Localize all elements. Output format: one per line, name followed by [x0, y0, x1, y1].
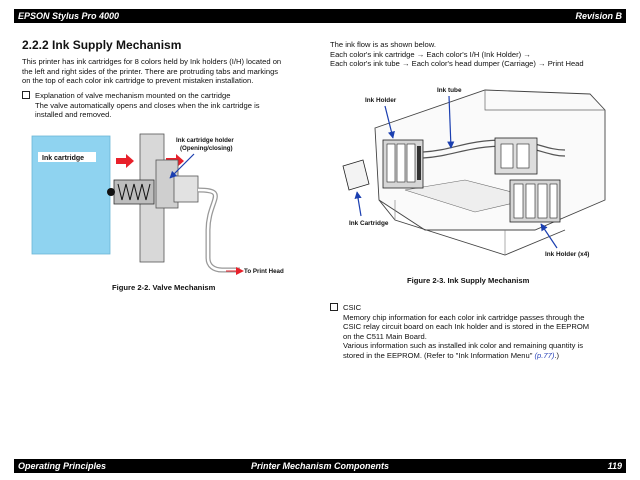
csic-line: stored in the EEPROM. (Refer to "Ink Inf…: [343, 350, 560, 360]
csic-title: CSIC: [343, 303, 362, 312]
csic-line: on the C511 Main Board.: [343, 331, 427, 341]
intro-line: on the top of each color ink cartridge t…: [22, 76, 254, 86]
figure-2-2-caption: Figure 2-2. Valve Mechanism: [112, 283, 216, 292]
figure-2-3-caption: Figure 2-3. Ink Supply Mechanism: [407, 276, 530, 285]
ink-supply-figure: Ink Holder Ink tube Ink Cartridge Ink Ho…: [342, 87, 606, 258]
checkbox-bullet-icon: [22, 91, 30, 99]
left-ink-holder-shape: [382, 139, 424, 189]
csic-line: Memory chip information for each color i…: [343, 312, 585, 322]
ink-holder-label: Ink Holder: [365, 97, 397, 104]
ink-holder-x4-label: Ink Holder (x4): [545, 251, 589, 258]
valve-spring-shape: [117, 183, 151, 201]
ink-tube-label: Ink tube: [437, 87, 462, 94]
csic-line: Various information such as installed in…: [343, 341, 584, 351]
carriage-shape: [494, 137, 538, 175]
csic-section: CSIC Memory chip information for each co…: [330, 303, 589, 361]
bullet-text: Explanation of valve mechanism mounted o…: [35, 91, 231, 100]
header-revision: Revision B: [575, 11, 622, 21]
bullet-text: The valve automatically opens and closes…: [35, 100, 260, 110]
insert-arrow-icon: [116, 154, 134, 168]
page-77-link[interactable]: (p.77): [534, 350, 555, 360]
flow-line: Each color's ink tube → Each color's hea…: [330, 59, 584, 69]
csic-line: CSIC relay circuit board on each Ink hol…: [343, 322, 590, 332]
footer-bar: Operating Principles Printer Mechanism C…: [14, 459, 626, 473]
footer-page-number: 119: [607, 461, 622, 471]
holder-label-sub: (Opening/closing): [180, 145, 233, 152]
intro-paragraph: This printer has ink cartridges for 8 co…: [22, 57, 281, 86]
header-title: EPSON Stylus Pro 4000: [18, 11, 120, 21]
intro-line: the left and right sides of the printer.…: [22, 66, 279, 76]
holder-label: Ink cartridge holder: [176, 137, 234, 144]
checkbox-bullet-icon: [330, 303, 338, 311]
intro-line: This printer has ink cartridges for 8 co…: [22, 57, 282, 66]
callout-arrow-icon: [169, 153, 195, 179]
callout-arrow-icon: [354, 191, 362, 217]
valve-bullet: Explanation of valve mechanism mounted o…: [22, 91, 260, 120]
header-bar: EPSON Stylus Pro 4000 Revision B: [14, 9, 626, 23]
ink-tube-shape: [197, 187, 240, 273]
right-ink-holder-shape: [509, 179, 561, 223]
flow-line: The ink flow is as shown below.: [330, 40, 436, 49]
to-print-head-label: To Print Head: [244, 268, 284, 275]
ink-cartridge-label: Ink cartridge: [42, 155, 84, 162]
callout-arrow-icon: [540, 223, 558, 249]
ink-cartridge-shape: [342, 159, 370, 191]
valve-mechanism-figure: Ink cartridge Ink cartridge holder (Open…: [31, 133, 284, 275]
flow-line: Each color's ink cartridge → Each color'…: [330, 49, 531, 59]
footer-chapter: Operating Principles: [18, 461, 107, 471]
callout-arrow-icon: [447, 95, 455, 149]
section-title: 2.2.2 Ink Supply Mechanism: [22, 38, 182, 52]
ink-cartridge-label: Ink Cartridge: [349, 220, 389, 227]
bullet-text: installed and removed.: [35, 110, 112, 120]
callout-arrow-icon: [384, 105, 395, 139]
ink-flow-text: The ink flow is as shown below. Each col…: [330, 40, 584, 69]
